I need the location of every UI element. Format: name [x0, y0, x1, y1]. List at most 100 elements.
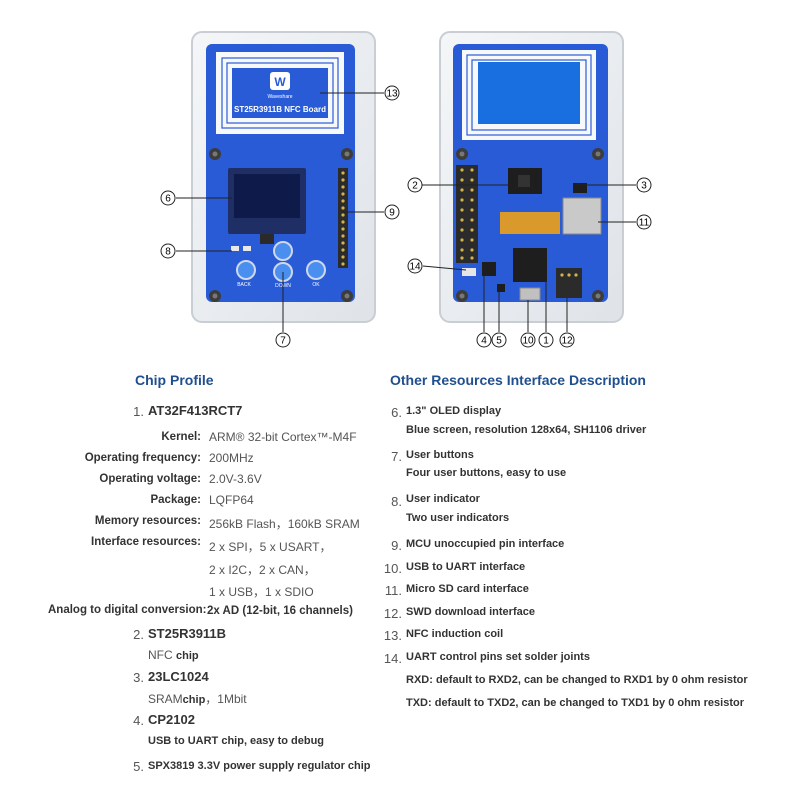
item7-number: 7. [391, 449, 402, 464]
item14-title: UART control pins set solder joints [406, 651, 590, 663]
spec-label-frequency: Operating frequency: [84, 452, 201, 464]
spec-value-memory: 256kB Flash，160kB SRAM [209, 517, 360, 531]
svg-text:14: 14 [409, 262, 421, 273]
item11-title: Micro SD card interface [406, 583, 529, 595]
item2-number: 2. [133, 627, 144, 642]
callout-7: 7 [275, 332, 291, 348]
svg-text:7: 7 [280, 336, 286, 347]
item13-title: NFC induction coil [406, 628, 504, 640]
item1-number: 1. [133, 404, 144, 419]
front-screws [209, 148, 353, 302]
item12-number: 12. [383, 606, 402, 621]
item2-desc: NFC chip [148, 648, 199, 663]
spec-label-voltage: Operating voltage: [99, 473, 201, 485]
spec-value-interface-2: 2 x I2C，2 x CAN， [209, 563, 316, 577]
item8-title: User indicator [406, 493, 480, 505]
back-pin-header [456, 165, 478, 263]
ok-label: OK [312, 282, 320, 288]
item10-number: 10. [383, 561, 402, 576]
svg-text:10: 10 [522, 336, 534, 347]
uart-solder-joints [462, 268, 476, 276]
swd-header [556, 268, 582, 298]
svg-text:6: 6 [165, 194, 171, 205]
svg-text:4: 4 [481, 336, 487, 347]
callout-2: 2 [407, 177, 423, 193]
item10-title: USB to UART interface [406, 561, 526, 573]
spec-value-voltage: 2.0V-3.6V [209, 472, 262, 486]
spec-label-interface: Interface resources: [91, 536, 201, 548]
spec-value-adc: 2x AD (12-bit, 16 channels) [207, 605, 353, 617]
spec-value-kernel: ARM® 32-bit Cortex™-M4F [209, 430, 357, 444]
callout-12: 12 [559, 332, 575, 348]
callout-5: 5 [491, 332, 507, 348]
mcu-at32f413 [513, 248, 547, 282]
board-silkscreen-title: ST25R3911B NFC Board [234, 105, 326, 114]
back-screws [456, 148, 604, 302]
spec-value-interface-1: 2 x SPI，5 x USART， [209, 540, 332, 554]
txd-note: TXD: default to TXD2, can be changed to … [406, 697, 744, 709]
callout-13: 13 [384, 85, 400, 101]
item9-number: 9. [391, 538, 402, 553]
callout-6: 6 [160, 190, 176, 206]
item2-name: ST25R3911B [148, 626, 227, 641]
callout-1: 1 [538, 332, 554, 348]
item9-title: MCU unoccupied pin interface [406, 538, 565, 550]
item3-desc-a: SRAM [148, 692, 183, 706]
callout-badges: 13 6 9 8 7 2 3 11 14 4 5 10 1 12 [160, 85, 652, 348]
item3-number: 3. [133, 670, 144, 685]
item4-name: CP2102 [148, 712, 195, 727]
callout-lines [176, 92, 636, 332]
back-label: BACK [237, 282, 251, 288]
spec-label-package: Package: [150, 494, 201, 506]
svg-text:8: 8 [165, 247, 171, 258]
usb-connector [519, 287, 541, 301]
spec-label-kernel: Kernel: [161, 431, 201, 443]
oled-display [234, 174, 300, 218]
item2-desc-b: chip [176, 650, 199, 662]
svg-text:W: W [274, 75, 286, 89]
spec-value-interface-3: 1 x USB，1 x SDIO [209, 585, 314, 599]
item6-desc: Blue screen, resolution 128x64, SH1106 d… [406, 424, 647, 436]
item12-title: SWD download interface [406, 606, 535, 618]
front-board: W Waveshare ST25R3911B NFC Board [191, 31, 376, 323]
regulator-chip [497, 284, 505, 292]
item3-name: 23LC1024 [148, 669, 209, 684]
item1-name: AT32F413RCT7 [148, 403, 243, 418]
item6-title: 1.3" OLED display [406, 405, 502, 417]
item8-desc: Two user indicators [406, 512, 510, 524]
svg-text:5: 5 [496, 336, 502, 347]
item14-number: 14. [383, 651, 402, 666]
callout-4: 4 [476, 332, 492, 348]
back-board [439, 31, 624, 323]
svg-text:13: 13 [386, 89, 398, 100]
svg-text:2: 2 [412, 181, 418, 192]
user-led-2 [243, 246, 251, 251]
item5-number: 5. [133, 759, 144, 774]
spec-value-frequency: 200MHz [209, 451, 254, 465]
item3-desc-b: chip [182, 694, 206, 706]
micro-sd-slot [562, 197, 602, 235]
item4-desc: USB to UART chip, easy to debug [148, 735, 325, 747]
item6-number: 6. [391, 405, 402, 420]
cp2102-chip [482, 262, 496, 276]
callout-14: 14 [407, 258, 423, 274]
svg-text:9: 9 [389, 208, 395, 219]
item13-number: 13. [383, 628, 402, 643]
svg-text:1: 1 [543, 336, 549, 347]
spec-value-package: LQFP64 [209, 493, 254, 507]
ok-button[interactable] [306, 260, 326, 280]
item7-title: User buttons [406, 449, 474, 461]
spec-label-memory: Memory resources: [94, 515, 201, 527]
item3-desc: SRAMchip，1Mbit [148, 692, 247, 707]
callout-10: 10 [520, 332, 536, 348]
item7-desc: Four user buttons, easy to use [406, 467, 567, 479]
rxd-note: RXD: default to RXD2, can be changed to … [406, 674, 748, 686]
up-button[interactable] [273, 241, 293, 261]
mcu-pin-header [338, 168, 348, 268]
waveshare-logo-icon [270, 72, 290, 90]
back-oled-glass [478, 62, 580, 124]
back-button[interactable] [236, 260, 256, 280]
item2-desc-a: NFC [148, 648, 173, 662]
user-led-1 [231, 246, 239, 251]
item11-number: 11. [384, 583, 402, 598]
